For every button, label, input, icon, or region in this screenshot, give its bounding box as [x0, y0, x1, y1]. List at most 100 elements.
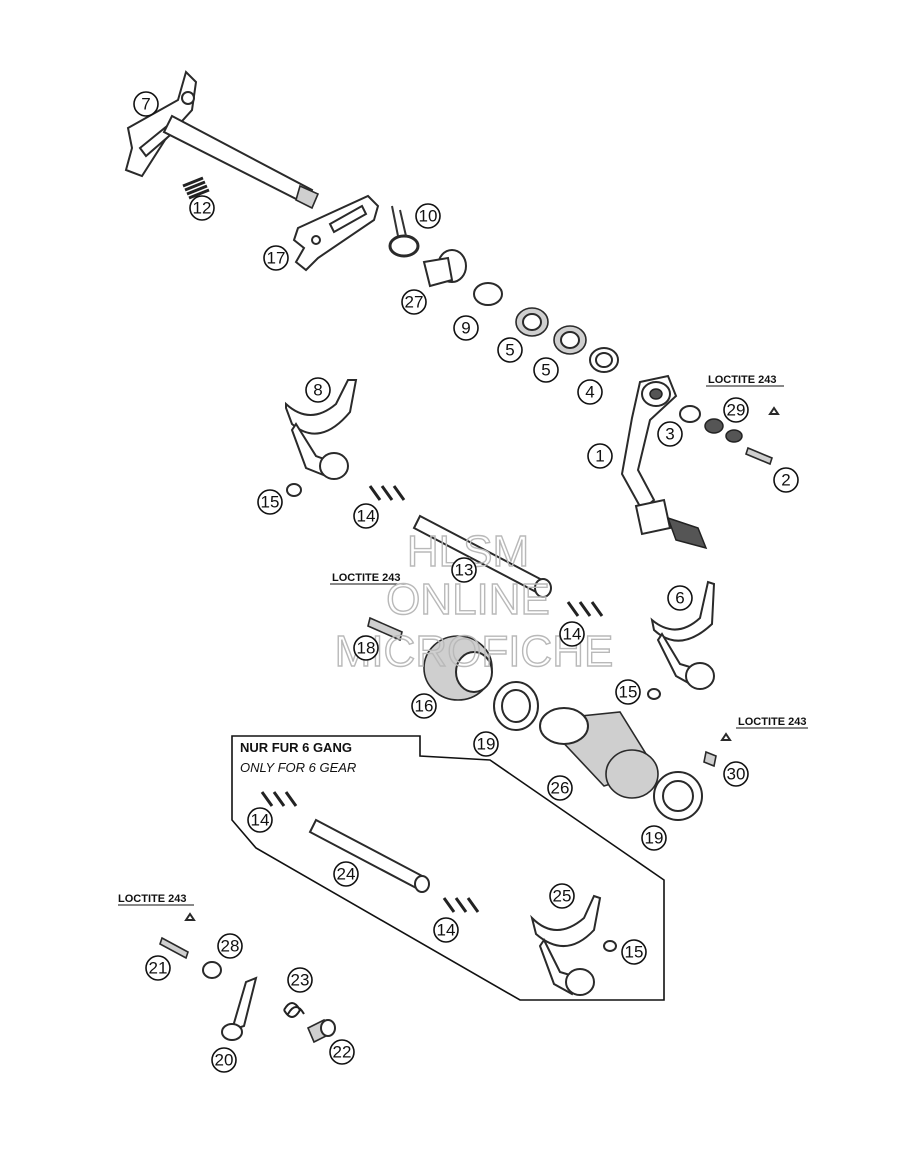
shift-rod-24-part [308, 818, 430, 893]
svg-text:5: 5 [505, 341, 514, 360]
callout-14b: 14 [559, 621, 585, 647]
note-subtitle: ONLY FOR 6 GEAR [240, 760, 356, 775]
svg-text:17: 17 [267, 249, 286, 268]
loctite-label-3: LOCTITE 243 [738, 716, 806, 728]
callout-7: 7 [133, 91, 159, 117]
loctite-label-2: LOCTITE 243 [332, 572, 400, 584]
svg-text:13: 13 [455, 561, 474, 580]
callout-15c: 15 [621, 939, 647, 965]
threadlock-drop-29 [768, 406, 780, 415]
washer-3-part [679, 405, 701, 423]
callout-10: 10 [415, 203, 441, 229]
washer-9-part [473, 282, 503, 306]
svg-text:15: 15 [261, 493, 280, 512]
callout-23: 23 [287, 967, 313, 993]
locator-16-part [423, 635, 493, 701]
svg-text:30: 30 [727, 765, 746, 784]
shift-fork-25-part [530, 894, 602, 996]
svg-text:21: 21 [149, 959, 168, 978]
svg-text:28: 28 [221, 937, 240, 956]
watermark-line-2: ONLINE [386, 575, 550, 624]
callout-13: 13 [451, 557, 477, 583]
callout-19b: 19 [641, 825, 667, 851]
svg-text:19: 19 [645, 829, 664, 848]
svg-text:3: 3 [665, 425, 674, 444]
callout-21: 21 [145, 955, 171, 981]
callout-24: 24 [333, 861, 359, 887]
svg-text:8: 8 [313, 381, 322, 400]
svg-text:25: 25 [553, 887, 572, 906]
bolt-2-part [745, 446, 773, 466]
shift-fork-8-part [285, 379, 358, 480]
spring-12-part [182, 176, 210, 200]
callout-14a: 14 [353, 503, 379, 529]
callout-5a: 5 [497, 337, 523, 363]
screw-30-part [703, 750, 717, 768]
svg-text:12: 12 [193, 199, 212, 218]
svg-text:18: 18 [357, 639, 376, 658]
bolt-21-part [159, 936, 189, 960]
callout-2: 2 [773, 467, 799, 493]
spring-14c-part [260, 791, 298, 807]
callout-17: 17 [263, 245, 289, 271]
callout-16: 16 [411, 693, 437, 719]
callout-3: 3 [657, 421, 683, 447]
svg-text:15: 15 [619, 683, 638, 702]
callout-1: 1 [587, 443, 613, 469]
pin-15b-part [647, 688, 661, 700]
callout-6: 6 [667, 585, 693, 611]
callout-15a: 15 [257, 489, 283, 515]
threadlock-drop-21 [184, 912, 196, 921]
svg-text:14: 14 [357, 507, 376, 526]
roller-22-part [306, 1018, 336, 1044]
spring-clip-part [388, 205, 420, 258]
loctite-label-4: LOCTITE 243 [118, 893, 186, 905]
callout-26: 26 [547, 775, 573, 801]
svg-text:23: 23 [291, 971, 310, 990]
svg-text:22: 22 [333, 1043, 352, 1062]
lock-washer-29-part [704, 418, 743, 443]
svg-text:9: 9 [461, 319, 470, 338]
callout-29: 29 [723, 397, 749, 423]
svg-text:14: 14 [563, 625, 582, 644]
callout-18: 18 [353, 635, 379, 661]
shift-fork-6-part [650, 580, 716, 690]
svg-text:26: 26 [551, 779, 570, 798]
pin-15c-part [603, 940, 617, 952]
bolt-18-part [367, 616, 403, 642]
callout-12: 12 [189, 195, 215, 221]
callout-22: 22 [329, 1039, 355, 1065]
svg-text:29: 29 [727, 401, 746, 420]
callout-30: 30 [723, 761, 749, 787]
seal-4-part [589, 347, 619, 373]
callout-9: 9 [453, 315, 479, 341]
spring-14b-part [566, 601, 604, 617]
svg-text:19: 19 [477, 735, 496, 754]
callout-28: 28 [217, 933, 243, 959]
shift-lever-part [620, 374, 708, 550]
svg-text:6: 6 [675, 589, 684, 608]
needle-bearing-part [515, 307, 587, 355]
callout-20: 20 [211, 1047, 237, 1073]
callout-27: 27 [401, 289, 427, 315]
svg-text:16: 16 [415, 697, 434, 716]
svg-text:20: 20 [215, 1051, 234, 1070]
callout-4: 4 [577, 379, 603, 405]
washer-28-part [202, 961, 222, 979]
callout-15b: 15 [615, 679, 641, 705]
note-title: NUR FUR 6 GANG [240, 740, 352, 755]
shift-plate-part [292, 194, 380, 272]
spring-14d-part [442, 897, 480, 913]
shift-rod-13-part [412, 514, 552, 598]
svg-text:14: 14 [437, 921, 456, 940]
svg-text:2: 2 [781, 471, 790, 490]
svg-text:4: 4 [585, 383, 594, 402]
seal-19-part [493, 681, 539, 731]
callout-25: 25 [549, 883, 575, 909]
pin-15-part [286, 483, 302, 497]
guide-part [422, 249, 467, 288]
svg-text:5: 5 [541, 361, 550, 380]
six-gear-group-outline [231, 735, 665, 1001]
callout-5b: 5 [533, 357, 559, 383]
